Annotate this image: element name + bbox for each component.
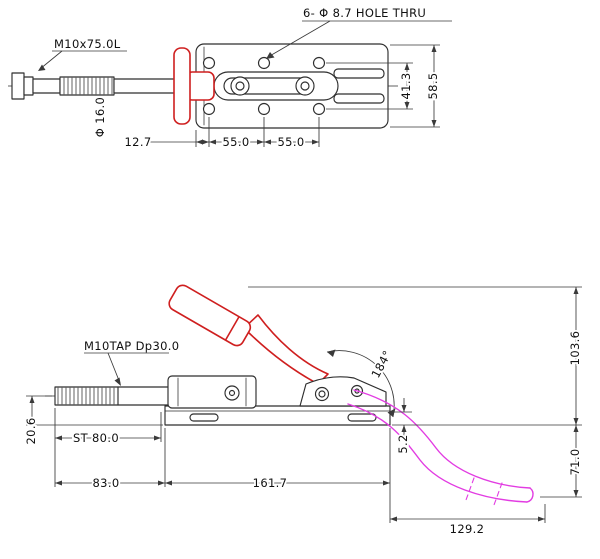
thread-hatch-top bbox=[63, 77, 113, 95]
dim-pitch1-label: 55.0 bbox=[222, 135, 249, 149]
dim-base-lengths: 83.0 161.7 bbox=[54, 408, 391, 523]
base-plate-side bbox=[164, 405, 391, 426]
dim-front-label: 83.0 bbox=[92, 476, 119, 490]
dim-width-label: 58.5 bbox=[426, 72, 440, 99]
dim-total-height-label: 103.6 bbox=[568, 331, 582, 366]
dim-heights: 103.6 71.0 bbox=[248, 286, 584, 498]
handle-grip bbox=[168, 284, 252, 347]
handle-top bbox=[173, 47, 215, 125]
plunger-rod-top bbox=[11, 72, 177, 100]
side-view: 184° M10TAP Dp30.0 20.6 bbox=[22, 284, 584, 538]
angle-label: 184° bbox=[368, 348, 394, 380]
hole-callout-label: 6- Φ 8.7 HOLE THRU bbox=[303, 6, 426, 20]
rod-thread-label: M10x75.0L bbox=[54, 37, 121, 51]
rod-thread-callout: M10x75.0L bbox=[38, 35, 127, 71]
plunger-rod-side bbox=[54, 386, 171, 406]
tap-label: M10TAP Dp30.0 bbox=[84, 339, 179, 353]
dim-rod-height: 20.6 bbox=[22, 395, 163, 446]
hole-callout: 6- Φ 8.7 HOLE THRU bbox=[266, 4, 452, 59]
dim-gap-label: 5.2 bbox=[396, 434, 410, 453]
dim-base-label: 161.7 bbox=[253, 476, 288, 490]
handle-lever bbox=[243, 314, 329, 385]
dim-reach: 129.2 bbox=[390, 504, 546, 538]
top-bottom-dimensions: 12.7 55.0 55.0 bbox=[123, 117, 320, 151]
dim-gap: 5.2 bbox=[392, 398, 412, 455]
top-right-dimensions: 41.3 58.5 bbox=[326, 44, 442, 128]
dim-drop-label: 71.0 bbox=[568, 448, 582, 475]
front-bracket bbox=[167, 375, 257, 409]
phantom-arm bbox=[347, 389, 534, 506]
dim-hole-span-label: 41.3 bbox=[399, 72, 413, 99]
dim-offset-label: 12.7 bbox=[124, 135, 151, 149]
pivot-support bbox=[299, 376, 387, 407]
dim-pitch2-label: 55.0 bbox=[277, 135, 304, 149]
dim-rod-height-label: 20.6 bbox=[24, 417, 38, 444]
linkage-top bbox=[213, 68, 385, 104]
top-view: 6- Φ 8.7 HOLE THRU M10x75.0L Φ 16.0 12.7… bbox=[8, 4, 452, 151]
rod-diameter-label: Φ 16.0 bbox=[93, 97, 107, 137]
mounting-holes bbox=[202, 56, 326, 116]
dim-stroke: ST 80.0 bbox=[55, 412, 162, 447]
tap-callout: M10TAP Dp30.0 bbox=[82, 337, 181, 386]
dim-stroke-label: ST 80.0 bbox=[73, 431, 119, 445]
dim-reach-label: 129.2 bbox=[450, 522, 485, 536]
